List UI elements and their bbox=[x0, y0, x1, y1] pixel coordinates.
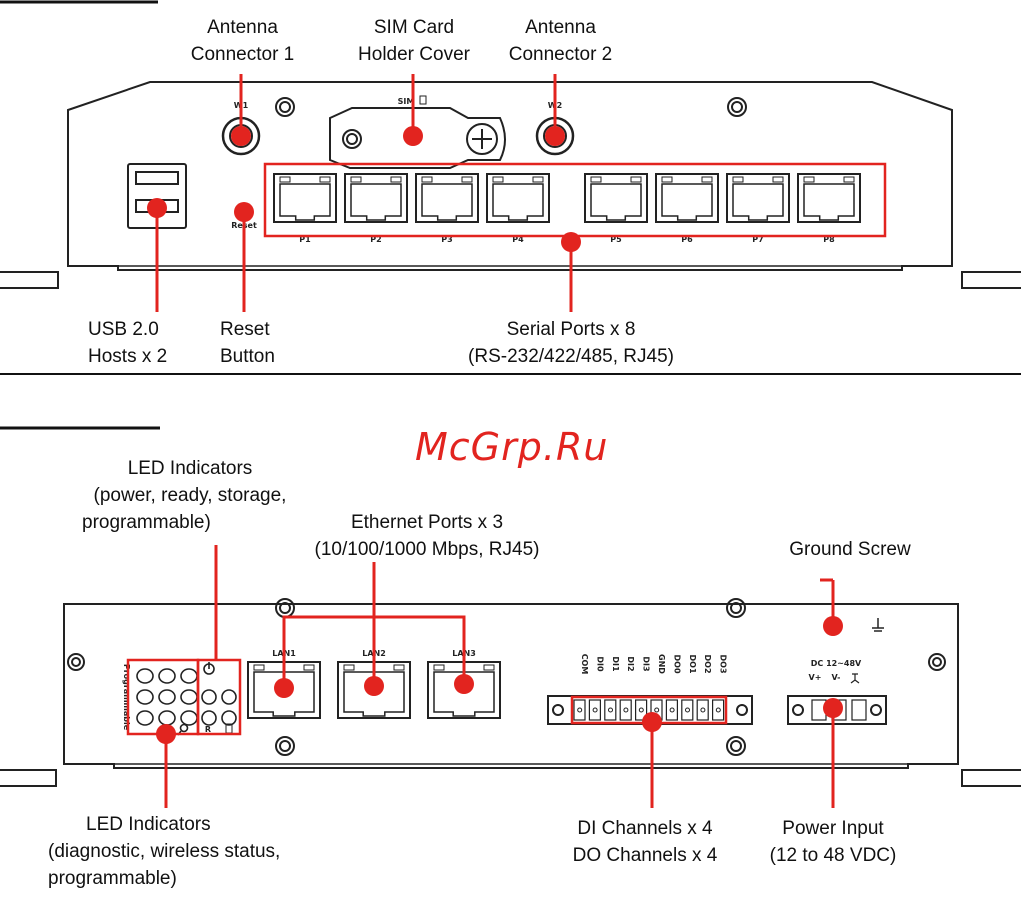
serial-port-row bbox=[273, 173, 861, 223]
bottom-left-bracket bbox=[0, 769, 57, 787]
terminal-label-do3: DO3 bbox=[719, 654, 728, 673]
serial-port-label-5: P5 bbox=[610, 235, 622, 244]
label-antenna-connector-2: Antenna Connector 2 bbox=[508, 17, 613, 65]
terminal-label-gnd: GND bbox=[657, 654, 666, 674]
serial-port-label-2: P2 bbox=[370, 235, 381, 244]
watermark: McGrp.Ru bbox=[415, 425, 609, 469]
serial-port-label-3: P3 bbox=[441, 235, 452, 244]
dio-cell-2 bbox=[604, 699, 617, 721]
power-terminal-block bbox=[787, 695, 887, 725]
serial-port-label-1: P1 bbox=[299, 235, 311, 244]
dio-terminal-cells bbox=[573, 699, 725, 721]
serial-port-4 bbox=[486, 173, 550, 223]
r-marking: R bbox=[205, 725, 211, 734]
serial-port-label-7: P7 bbox=[752, 235, 763, 244]
label-antenna-connector-1: Antenna Connector 1 bbox=[190, 17, 295, 65]
label-ethernet-ports: Ethernet Ports x 3 (10/100/1000 Mbps, RJ… bbox=[314, 512, 540, 560]
sim-marking: SIM bbox=[398, 97, 415, 106]
bottom-callout-lines bbox=[126, 545, 835, 808]
top-screw-left bbox=[275, 97, 295, 117]
bottom-device-panel bbox=[0, 598, 1021, 787]
serial-port-label-6: P6 bbox=[681, 235, 693, 244]
label-power-input: Power Input (12 to 48 VDC) bbox=[769, 818, 897, 866]
label-led-indicators-top: LED Indicators (power, ready, storage, p… bbox=[82, 458, 287, 533]
led-1-1 bbox=[158, 689, 176, 705]
serial-port-label-4: P4 bbox=[512, 235, 524, 244]
vminus-marking: V- bbox=[832, 673, 841, 682]
dio-cell-4 bbox=[634, 699, 648, 721]
dio-cell-1 bbox=[588, 699, 602, 721]
terminal-label-do2: DO2 bbox=[703, 654, 712, 673]
terminal-label-di1: DI1 bbox=[611, 656, 620, 672]
serial-port-8 bbox=[797, 173, 861, 223]
bottom-callout-dots bbox=[156, 616, 843, 744]
dio-cell-0 bbox=[573, 699, 586, 721]
ground-symbol-icon bbox=[850, 673, 860, 684]
terminal-label-do1: DO1 bbox=[688, 654, 697, 673]
led-2-0 bbox=[136, 710, 154, 726]
led-0-0 bbox=[136, 668, 154, 684]
top-left-bracket bbox=[0, 271, 59, 289]
status-led-2-1 bbox=[221, 710, 237, 726]
dio-cell-8 bbox=[696, 699, 709, 721]
serial-port-2 bbox=[344, 173, 408, 223]
label-sim-card-holder-cover: SIM Card Holder Cover bbox=[358, 17, 470, 65]
top-device-panel bbox=[0, 81, 1021, 289]
search-icon bbox=[179, 723, 189, 733]
top-screw-right bbox=[727, 97, 747, 117]
terminal-label-di0: DI0 bbox=[595, 656, 604, 672]
led-right-highlight bbox=[196, 658, 242, 736]
serial-port-1 bbox=[273, 173, 337, 223]
status-led-1-1 bbox=[221, 689, 237, 705]
serial-port-5 bbox=[584, 173, 648, 223]
programmable-marking: Programmable bbox=[122, 664, 131, 731]
terminal-label-di2: DI2 bbox=[626, 656, 635, 671]
top-right-bracket bbox=[961, 271, 1021, 289]
terminal-label-di3: DI3 bbox=[642, 656, 651, 671]
vplus-marking: V+ bbox=[809, 673, 822, 682]
top-callout-dots bbox=[147, 126, 581, 252]
serial-port-label-8: P8 bbox=[823, 235, 835, 244]
led-1-0 bbox=[136, 689, 154, 705]
label-reset-button: Reset Button bbox=[220, 319, 275, 367]
bottom-right-bracket bbox=[961, 769, 1021, 787]
dio-cell-9 bbox=[711, 699, 725, 721]
status-led-1-0 bbox=[201, 689, 217, 705]
serial-port-3 bbox=[415, 173, 479, 223]
label-serial-ports: Serial Ports x 8 (RS-232/422/485, RJ45) bbox=[468, 319, 674, 367]
serial-port-7 bbox=[726, 173, 790, 223]
label-led-indicators-bottom: LED Indicators (diagnostic, wireless sta… bbox=[48, 814, 281, 889]
dio-cell-6 bbox=[665, 699, 679, 721]
terminal-label-do0: DO0 bbox=[672, 654, 681, 673]
label-usb-hosts: USB 2.0 Hosts x 2 bbox=[88, 319, 168, 367]
label-dio-channels: DI Channels x 4 DO Channels x 4 bbox=[572, 818, 718, 866]
label-ground-screw: Ground Screw bbox=[789, 539, 911, 560]
dc-range-marking: DC 12~48V bbox=[811, 659, 862, 668]
led-0-1 bbox=[158, 668, 176, 684]
dio-cell-7 bbox=[681, 699, 694, 721]
terminal-label-com: COM bbox=[580, 654, 589, 675]
top-panel-body bbox=[67, 81, 953, 271]
dio-cell-3 bbox=[619, 699, 632, 721]
status-led-2-0 bbox=[201, 710, 217, 726]
led-indicator-grid bbox=[136, 662, 237, 736]
serial-port-6 bbox=[655, 173, 719, 223]
